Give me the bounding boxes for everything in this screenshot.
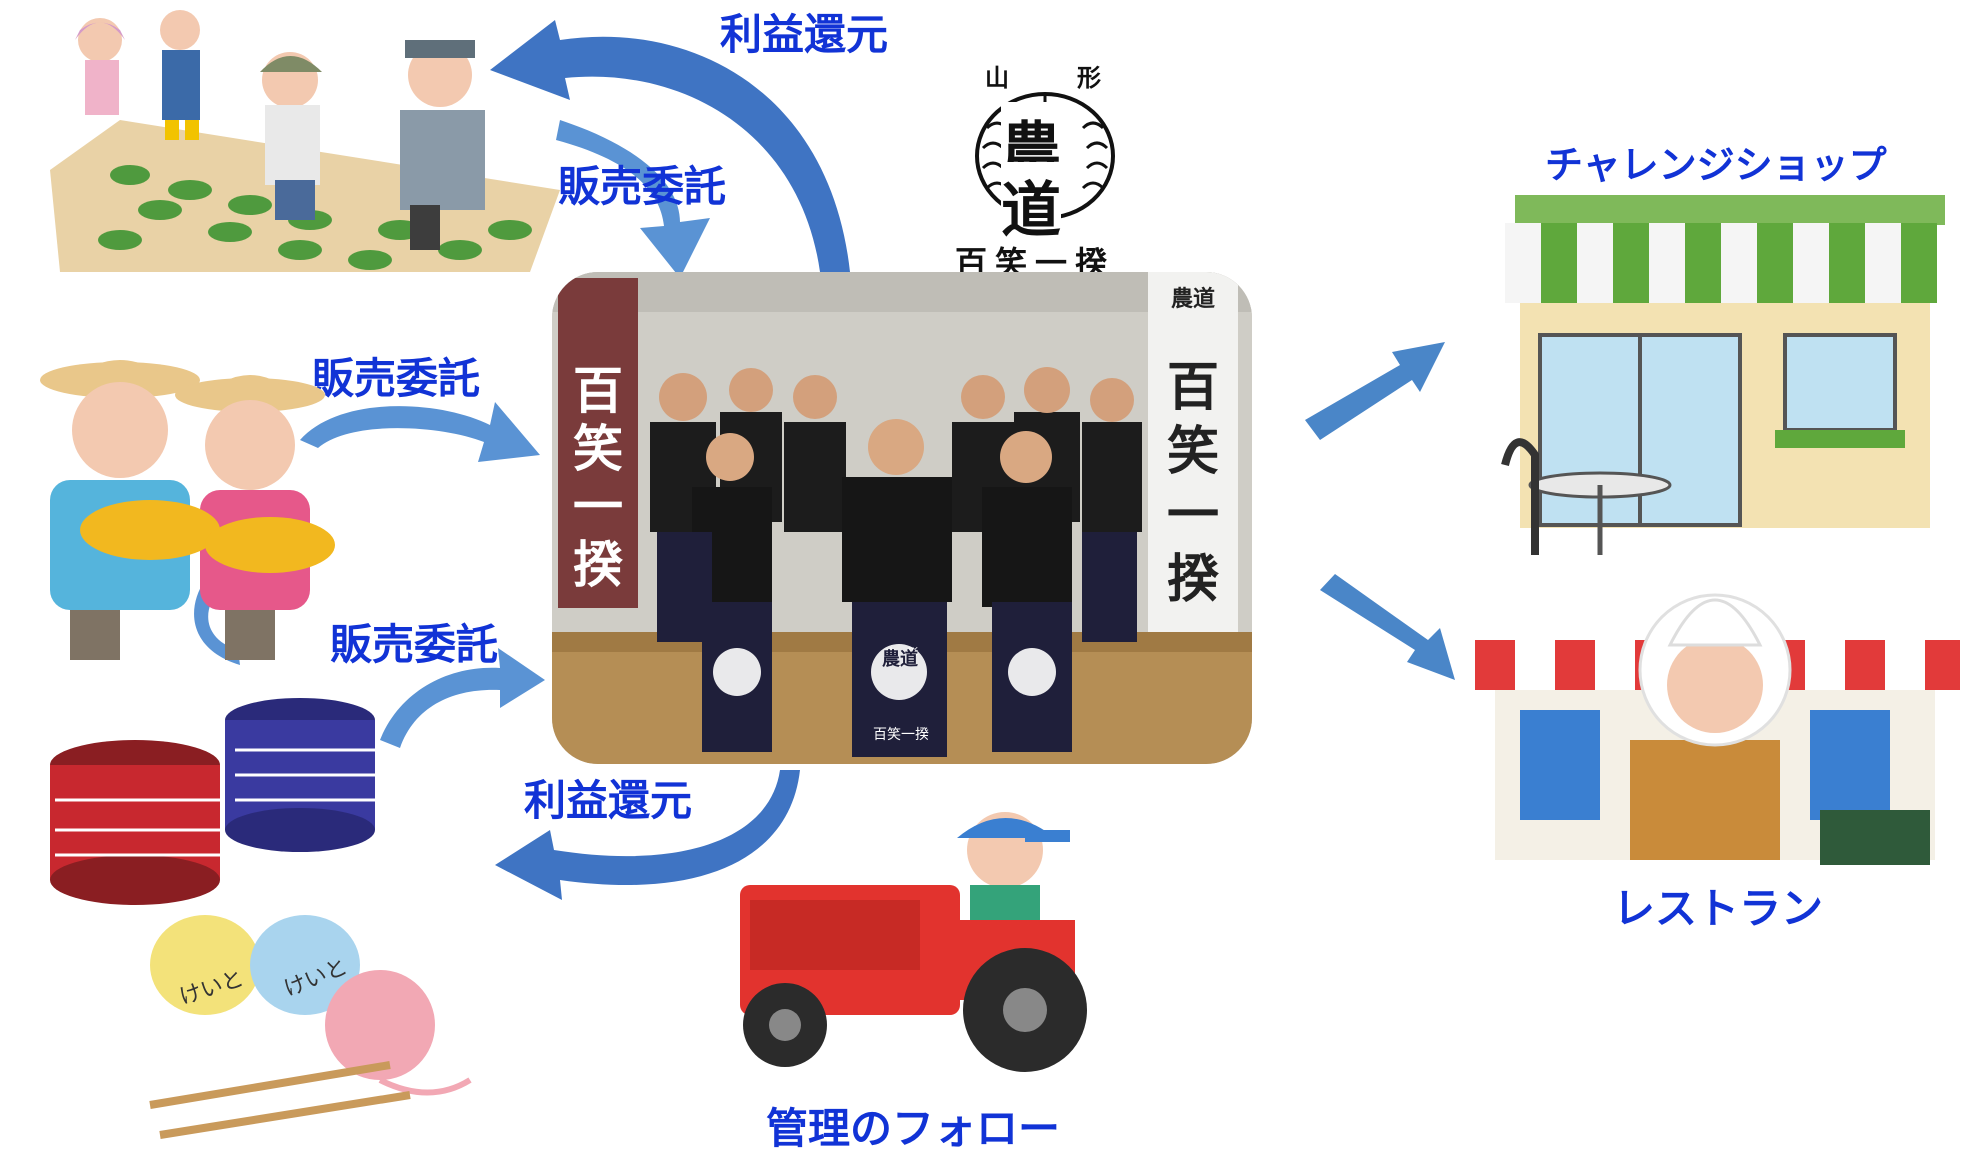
arrow-to-shop <box>1305 342 1445 440</box>
banner-right: 百 笑 一 揆 <box>1164 356 1222 612</box>
challenge-shop-illustration <box>1501 195 1945 555</box>
return-arrow-top <box>490 20 850 272</box>
team-photo-illustration <box>552 272 1252 764</box>
banner-left: 百 笑 一 揆 <box>572 362 624 594</box>
tractor-illustration <box>740 812 1087 1072</box>
banner-left-char-3: 一 <box>573 477 623 536</box>
apron-motto-text: 百笑一揆 <box>873 727 929 743</box>
farmers-field-illustration <box>50 10 560 272</box>
arrow-to-restaurant <box>1320 574 1455 680</box>
banner-right-char-4: 揆 <box>1166 549 1219 610</box>
label-shop: チャレンジショップ <box>1545 143 1887 187</box>
label-return-top: 利益還元 <box>720 10 889 59</box>
yarn-balls-illustration <box>149 915 472 1139</box>
apron-main-text: 農道 <box>882 649 918 670</box>
label-consign-top: 販売委託 <box>558 162 727 211</box>
restaurant-illustration <box>1475 593 1960 865</box>
woven-baskets-illustration <box>50 698 375 905</box>
logo-top-left: 山 <box>985 63 1009 92</box>
banner-right-char-3: 一 <box>1166 485 1219 546</box>
consign-arrow-mid <box>300 402 540 462</box>
banner-right-char-2: 笑 <box>1166 421 1219 482</box>
label-follow: 管理のフォロー <box>766 1104 1061 1153</box>
banner-right-char-1: 百 <box>1166 357 1219 418</box>
logo-top-right: 形 <box>1077 63 1101 92</box>
label-consign-low: 販売委託 <box>330 620 499 669</box>
team-photo: 百 笑 一 揆 農道 百 笑 一 揆 山 形 農道 百笑一揆 <box>552 272 1252 764</box>
label-restaurant: レストラン <box>1613 884 1824 933</box>
consign-arrow-low <box>380 648 545 748</box>
nodo-logo: 山 形 農 道 百笑一揆 <box>955 58 1135 282</box>
banner-left-char-2: 笑 <box>573 419 623 478</box>
banner-right-logo: 農道 <box>1170 286 1215 312</box>
return-arrow-bottom <box>495 770 800 900</box>
banner-left-char-1: 百 <box>573 361 623 420</box>
logo-main-2: 道 <box>1001 162 1061 249</box>
consign-arrow-top <box>556 120 710 278</box>
label-return-bottom: 利益還元 <box>524 776 693 825</box>
label-consign-mid: 販売委託 <box>312 354 481 403</box>
apron-small-text: 山 形 <box>885 646 919 659</box>
rice-farmers-illustration <box>40 360 335 660</box>
banner-left-char-4: 揆 <box>573 535 623 594</box>
